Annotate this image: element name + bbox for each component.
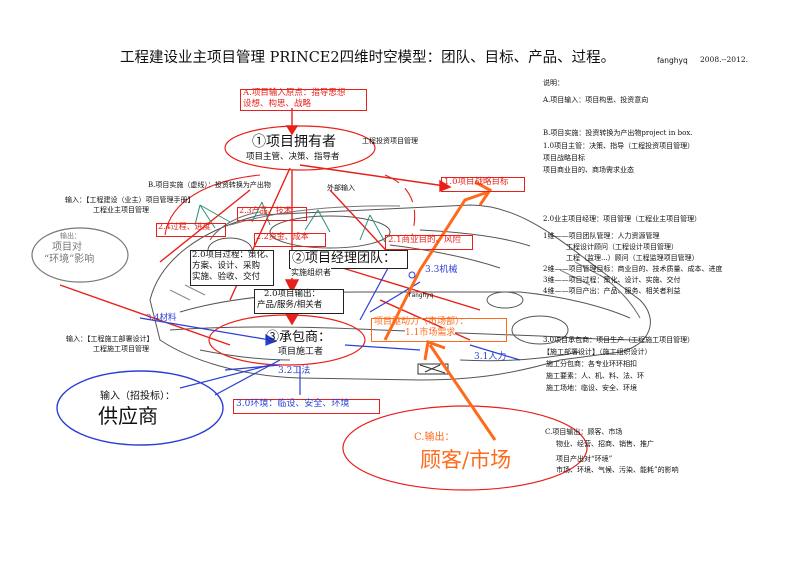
input-owner-line2: 工程业主项目管理 <box>93 206 149 214</box>
notes-30-line3: 施工要素：人、机、料、法、环 <box>546 372 644 380</box>
notes-20-title: 2.0业主项目经理：项目管理（工程业主项目管理） <box>543 215 702 223</box>
notes-c-line1: 物业、经营、招商、销售、推广 <box>556 440 654 448</box>
output-20-line1: 2.0项目输出： <box>264 289 321 299</box>
notes-b-line1: 1.0项目主管：决策、指导（工程投资项目管理） <box>543 142 695 150</box>
method-label: 3.2工法 <box>278 366 311 376</box>
output-20-line2: 产品/服务/相关者 <box>257 300 323 310</box>
notes-30-line4: 施工场地：临设、安全、环境 <box>546 384 637 392</box>
notes-20-line3: 工程（监理...）顾问（工程监理项目管理） <box>566 254 699 262</box>
owner-note: 工程投资项目管理 <box>362 137 418 145</box>
notes-20-line1: 1维——项目团队管理：人力资源管理 <box>543 232 660 240</box>
goal-24-box <box>156 223 226 237</box>
goal-24-label: 2.4过程、进度 <box>158 222 211 231</box>
goal-21-box <box>385 235 473 250</box>
notes-a: A.项目输入：项目构思、投资意向 <box>543 96 649 104</box>
notes-30-line2: 施工分包商：各专业环环相扣 <box>546 360 637 368</box>
notes-c-line2: 项目产出对“环境” <box>556 455 613 463</box>
supplier-label: 供应商 <box>98 404 158 428</box>
supplier-ellipse <box>56 370 224 446</box>
notes-30-line1: 【施工部署设计】（施工组织设计） <box>543 348 652 356</box>
owner-title: ①项目拥有者 <box>252 134 336 150</box>
environment-box <box>233 399 380 414</box>
environment-label: 3.0环境：临设、安全、环境 <box>236 399 350 409</box>
output-env-line2: 项目对 <box>52 242 82 253</box>
driver-box <box>371 318 507 342</box>
owner-ellipse <box>224 125 376 171</box>
process-line1: 2.0项目过程：策化、 <box>192 250 274 260</box>
output-20-box <box>254 289 344 314</box>
driver-line1: 项目驱动力（市场部）： <box>374 317 469 327</box>
labor-label: 3.1人力 <box>474 352 507 362</box>
input-origin-line1: A.项目输入原点：指导思想 <box>243 88 346 98</box>
c-output-label: C.输出： <box>414 432 455 443</box>
red-arc-right <box>384 174 416 236</box>
supplier-input-label: 输入（招投标）： <box>100 391 175 402</box>
goal-21-label: 2.1商业目的、风险 <box>388 235 462 245</box>
process-line3: 实施、验收、交付 <box>192 272 261 282</box>
pm-team-box <box>289 250 408 269</box>
goal-22-box <box>254 233 326 247</box>
notes-20-line2: 工程设计顾问（工程设计项目管理） <box>566 243 678 251</box>
notes-30-title: 3.0项目承包商：项目生产（工程施工项目管理） <box>543 336 695 344</box>
fanghyq-small: fanghyq <box>408 292 434 299</box>
notes-heading: 说明： <box>543 79 564 87</box>
notes-b-title: B.项目实施：投资转换为产出物project in box. <box>543 129 693 137</box>
goal-23-box <box>237 207 307 221</box>
process-box <box>190 250 274 286</box>
contractor-sub: 项目施工者 <box>278 347 324 357</box>
goal-23-label: 2.3产品、技术 <box>239 206 292 215</box>
owner-subtitle: 项目主管、决策、指导者 <box>246 152 340 162</box>
input-origin-box <box>240 89 367 111</box>
output-env-ellipse <box>31 227 129 283</box>
contractor-title: ③承包商： <box>266 330 332 345</box>
customer-ellipse <box>342 405 588 491</box>
customer-label: 顾客/市场 <box>420 448 512 472</box>
input-origin-line2: 设想、构思、战略 <box>243 99 312 109</box>
goal-box <box>441 177 525 192</box>
notes-b-line3: 项目商业目的、商场需求业态 <box>543 166 634 174</box>
orange-arrows <box>383 180 497 441</box>
goal-label: 1.0项目战略目标 <box>444 177 509 187</box>
output-env-line1: 输出： <box>60 232 81 240</box>
diagram-title: 工程建设业主项目管理 PRINCE2四维时空模型：团队、目标、产品、过程。 <box>120 50 616 66</box>
notes-b-line2: 项目战略目标 <box>543 154 585 162</box>
date: 2008.--2012. <box>700 55 749 64</box>
output-env-line3: “环境”影响 <box>44 254 95 265</box>
driver-line2: 1.1市场需求 <box>405 328 456 340</box>
process-line2: 方案、设计、采购 <box>192 261 261 271</box>
machine-label: 3.3机械 <box>425 265 458 275</box>
pm-team-sub: 实施组织者 <box>291 268 331 278</box>
notes-c-line3: 市场、环境、气候、污染、能耗”的影响 <box>556 466 679 474</box>
external-input-label: 外部输入 <box>327 184 355 192</box>
input-contractor-line1: 输入：【工程施工部署设计】 <box>66 335 154 343</box>
notes-20-line6: 4维——项目产出：产品、服务、相关者利益 <box>543 287 681 295</box>
notes-20-line5: 3维——项目过程：策化、设计、实施、交付 <box>543 276 681 284</box>
input-contractor-line2: 工程施工项目管理 <box>93 345 149 353</box>
pm-team-title: ②项目经理团队： <box>292 251 397 266</box>
notes-c-title: C.项目输出：顾客、市场 <box>545 428 623 436</box>
b-implement-label: B.项目实施（虚线）：投资转换为产出物 <box>148 181 271 189</box>
green-spokes <box>194 201 386 243</box>
materials-label: 3.4材料 <box>146 313 177 323</box>
notes-20-line4: 2维——项目管理目标：商业目的、技术质量、成本、进度 <box>543 265 723 273</box>
blue-arrows <box>139 254 521 396</box>
input-owner-line1: 输入：【工程建设（业主）项目管理手册】 <box>65 196 195 204</box>
author: fanghyq <box>657 56 688 65</box>
hub-dot <box>408 271 416 279</box>
goal-22-label: 2.2资金、成本 <box>256 232 309 241</box>
